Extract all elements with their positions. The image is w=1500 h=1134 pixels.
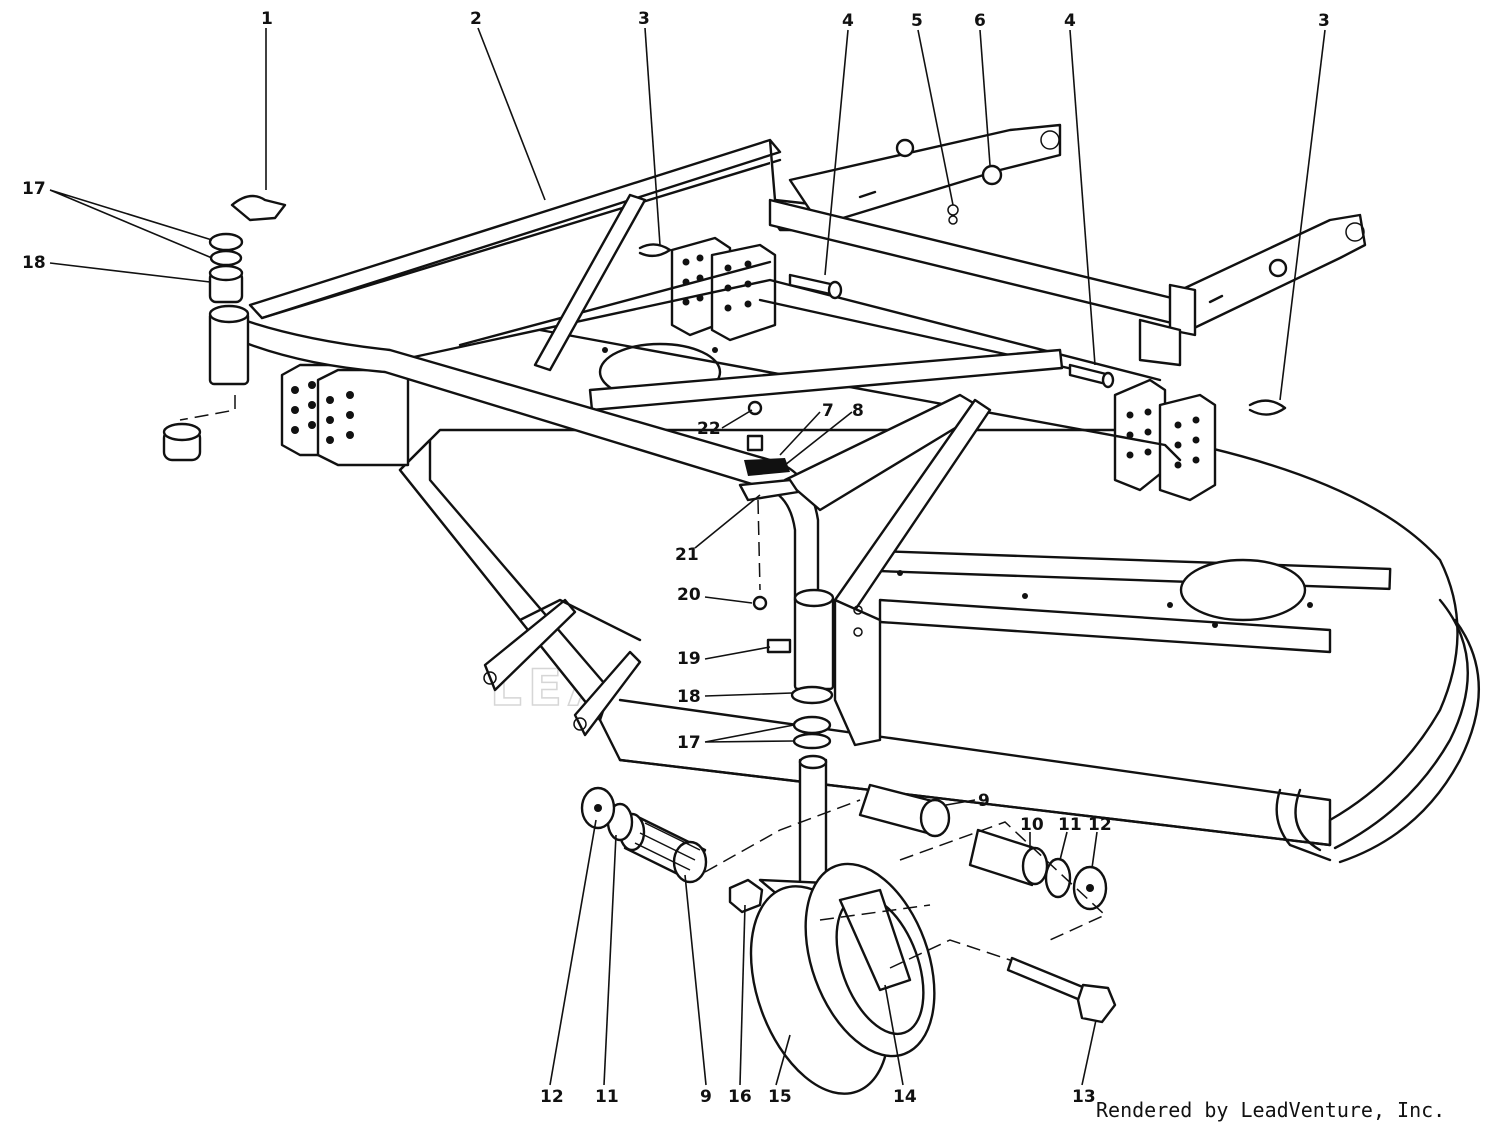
callout-18-caster: 18 xyxy=(677,687,701,707)
part-callouts: 1 2 3 4 5 6 4 3 17 18 22 7 8 21 20 19 18… xyxy=(22,9,1330,1107)
callout-14: 14 xyxy=(893,1087,917,1107)
callout-10: 10 xyxy=(1020,815,1044,835)
center-hardware xyxy=(738,400,800,654)
callout-15: 15 xyxy=(768,1087,792,1107)
callout-5: 5 xyxy=(911,11,923,31)
left-mounting-plates xyxy=(280,363,410,467)
callout-8: 8 xyxy=(852,401,864,421)
render-credit: Rendered by LeadVenture, Inc. xyxy=(1096,1098,1446,1122)
decal-8 xyxy=(744,458,790,476)
left-pivot-hardware xyxy=(162,194,287,462)
frame-assembly xyxy=(208,123,1367,747)
callout-19: 19 xyxy=(677,649,701,669)
callout-11-right: 11 xyxy=(1058,815,1082,835)
callout-13: 13 xyxy=(1072,1087,1096,1107)
callout-9-left: 9 xyxy=(700,1087,712,1107)
thrust-washer-bottom xyxy=(209,249,243,267)
caster-wheel-assembly xyxy=(580,685,1117,1095)
callout-4-right: 4 xyxy=(1064,11,1076,31)
center-mounting-plates xyxy=(670,236,777,342)
callout-12-right: 12 xyxy=(1088,815,1112,835)
callout-22: 22 xyxy=(697,419,721,439)
callout-18-left: 18 xyxy=(22,253,46,273)
callout-4: 4 xyxy=(842,11,854,31)
callout-3-right: 3 xyxy=(1318,11,1330,31)
callout-7: 7 xyxy=(822,401,834,421)
right-mounting-plates xyxy=(1113,378,1217,502)
callout-12-left: 12 xyxy=(540,1087,564,1107)
callout-11-left: 11 xyxy=(595,1087,619,1107)
callout-20: 20 xyxy=(677,585,701,605)
callout-17-left: 17 xyxy=(22,179,46,199)
callout-3: 3 xyxy=(638,9,650,29)
hitch-pin-clip-1 xyxy=(230,194,287,222)
thrust-washer-top xyxy=(208,232,244,252)
callout-21: 21 xyxy=(675,545,699,565)
front-hitch-brackets xyxy=(483,598,642,737)
callout-6: 6 xyxy=(974,11,986,31)
callout-leaders xyxy=(49,27,1326,1086)
callout-17-caster: 17 xyxy=(677,733,701,753)
mower-deck xyxy=(398,342,1481,864)
callout-1: 1 xyxy=(261,9,273,29)
callout-16: 16 xyxy=(728,1087,752,1107)
callout-2: 2 xyxy=(470,9,482,29)
callout-9-right: 9 xyxy=(978,791,990,811)
